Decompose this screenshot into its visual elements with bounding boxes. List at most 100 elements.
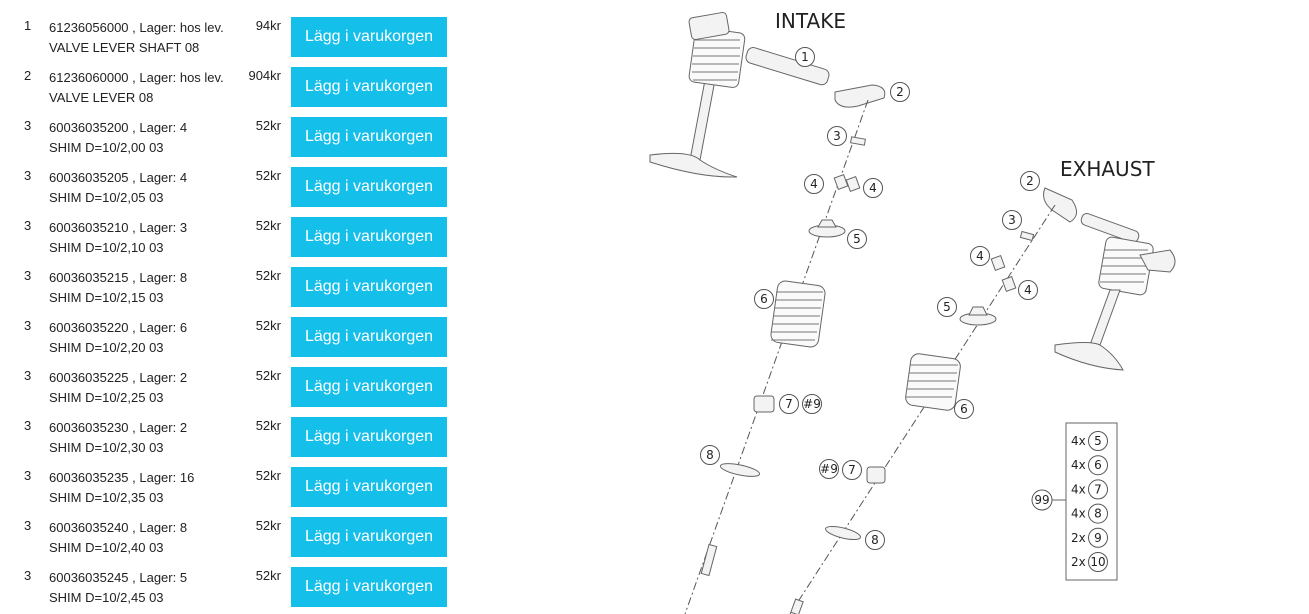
part-price: 52kr <box>255 568 281 583</box>
svg-text:9: 9 <box>1094 531 1102 545</box>
part-name: SHIM D=10/2,40 03 <box>49 540 164 555</box>
exhaust-label: EXHAUST <box>1060 157 1155 181</box>
add-to-cart-button[interactable]: Lägg i varukorgen <box>291 217 447 257</box>
part-price: 52kr <box>255 118 281 133</box>
exhaust-valve <box>1043 187 1176 371</box>
part-position: 2 <box>24 68 32 83</box>
part-name: SHIM D=10/2,20 03 <box>49 340 164 355</box>
kit-item: 2x 10 <box>1071 552 1108 572</box>
add-to-cart-button[interactable]: Lägg i varukorgen <box>291 167 447 207</box>
part-description: 60036035220 , Lager: 6 SHIM D=10/2,20 03 <box>49 318 244 358</box>
part-position: 3 <box>24 218 32 233</box>
intake-valve <box>649 12 746 178</box>
part-name: SHIM D=10/2,00 03 <box>49 140 164 155</box>
svg-text:2: 2 <box>1026 174 1034 188</box>
svg-text:8: 8 <box>1094 507 1102 521</box>
svg-text:6: 6 <box>760 292 768 306</box>
part-price: 52kr <box>255 168 281 183</box>
svg-text:1: 1 <box>801 50 809 64</box>
add-to-cart-button[interactable]: Lägg i varukorgen <box>291 567 447 607</box>
part-price: 52kr <box>255 368 281 383</box>
part-number-stock: 60036035245 , Lager: 5 <box>49 570 188 585</box>
part-name: SHIM D=10/2,35 03 <box>49 490 164 505</box>
svg-text:4: 4 <box>976 249 984 263</box>
kit-number: 99 <box>1031 489 1053 511</box>
part-name: SHIM D=10/2,05 03 <box>49 190 164 205</box>
intake-spring <box>770 280 826 348</box>
part-number-stock: 60036035210 , Lager: 3 <box>49 220 188 235</box>
svg-text:5: 5 <box>943 300 951 314</box>
part-row: 3 60036035215 , Lager: 8 SHIM D=10/2,15 03… <box>0 250 470 307</box>
part-row: 2 61236060000 , Lager: hos lev. VALVE LEVE… <box>0 50 470 107</box>
svg-text:2x: 2x <box>1071 555 1086 569</box>
part-position: 3 <box>24 418 32 433</box>
callout-c2a: 2 <box>890 82 910 102</box>
svg-text:4x: 4x <box>1071 458 1086 472</box>
part-price: 904kr <box>248 68 281 83</box>
part-number-stock: 61236056000 , Lager: hos lev. <box>49 20 224 35</box>
intake-label: INTAKE <box>775 9 846 33</box>
callout-c4c: 4 <box>970 246 990 266</box>
callout-c1: 1 <box>795 47 815 67</box>
svg-text:10: 10 <box>1090 555 1105 569</box>
part-position: 3 <box>24 468 32 483</box>
valve-lever-shaft-part <box>745 47 830 86</box>
part-number-stock: 60036035220 , Lager: 6 <box>49 320 188 335</box>
part-name: VALVE LEVER SHAFT 08 <box>49 40 200 55</box>
add-to-cart-button[interactable]: Lägg i varukorgen <box>291 267 447 307</box>
part-number-stock: 60036035225 , Lager: 2 <box>49 370 188 385</box>
part-position: 3 <box>24 568 32 583</box>
part-number-stock: 60036035215 , Lager: 8 <box>49 270 188 285</box>
valve-lever-part <box>834 84 886 108</box>
part-name: VALVE LEVER 08 <box>49 90 154 105</box>
part-position: 3 <box>24 518 32 533</box>
part-price: 52kr <box>255 468 281 483</box>
part-price: 94kr <box>255 18 281 33</box>
part-description: 60036035235 , Lager: 16 SHIM D=10/2,35 03 <box>49 468 244 508</box>
add-to-cart-button[interactable]: Lägg i varukorgen <box>291 17 447 57</box>
svg-text:#9: #9 <box>803 397 821 411</box>
part-price: 52kr <box>255 268 281 283</box>
add-to-cart-button[interactable]: Lägg i varukorgen <box>291 67 447 107</box>
svg-text:#9: #9 <box>820 462 838 476</box>
callout-c7a: 7 <box>779 394 799 414</box>
callout-c3a: 3 <box>827 126 847 146</box>
part-price: 52kr <box>255 218 281 233</box>
svg-text:5: 5 <box>853 232 861 246</box>
part-position: 3 <box>24 268 32 283</box>
callout-c4b: 4 <box>863 178 883 198</box>
svg-text:2: 2 <box>896 85 904 99</box>
part-number-stock: 60036035235 , Lager: 16 <box>49 470 195 485</box>
part-number-stock: 61236060000 , Lager: hos lev. <box>49 70 224 85</box>
callout-c3b: 3 <box>1002 210 1022 230</box>
add-to-cart-button[interactable]: Lägg i varukorgen <box>291 117 447 157</box>
add-to-cart-button[interactable]: Lägg i varukorgen <box>291 367 447 407</box>
svg-text:99: 99 <box>1034 493 1049 507</box>
part-number-stock: 60036035230 , Lager: 2 <box>49 420 188 435</box>
callout-c4a: 4 <box>804 174 824 194</box>
part-description: 60036035215 , Lager: 8 SHIM D=10/2,15 03 <box>49 268 244 308</box>
svg-text:7: 7 <box>785 397 793 411</box>
svg-text:4: 4 <box>810 177 818 191</box>
svg-text:4x: 4x <box>1071 482 1086 496</box>
part-name: SHIM D=10/2,15 03 <box>49 290 164 305</box>
add-to-cart-button[interactable]: Lägg i varukorgen <box>291 467 447 507</box>
svg-text:7: 7 <box>1094 482 1102 496</box>
add-to-cart-button[interactable]: Lägg i varukorgen <box>291 317 447 357</box>
part-description: 61236056000 , Lager: hos lev. VALVE LEVER… <box>49 18 244 58</box>
add-to-cart-button[interactable]: Lägg i varukorgen <box>291 517 447 557</box>
add-to-cart-button[interactable]: Lägg i varukorgen <box>291 417 447 457</box>
part-position: 3 <box>24 368 32 383</box>
